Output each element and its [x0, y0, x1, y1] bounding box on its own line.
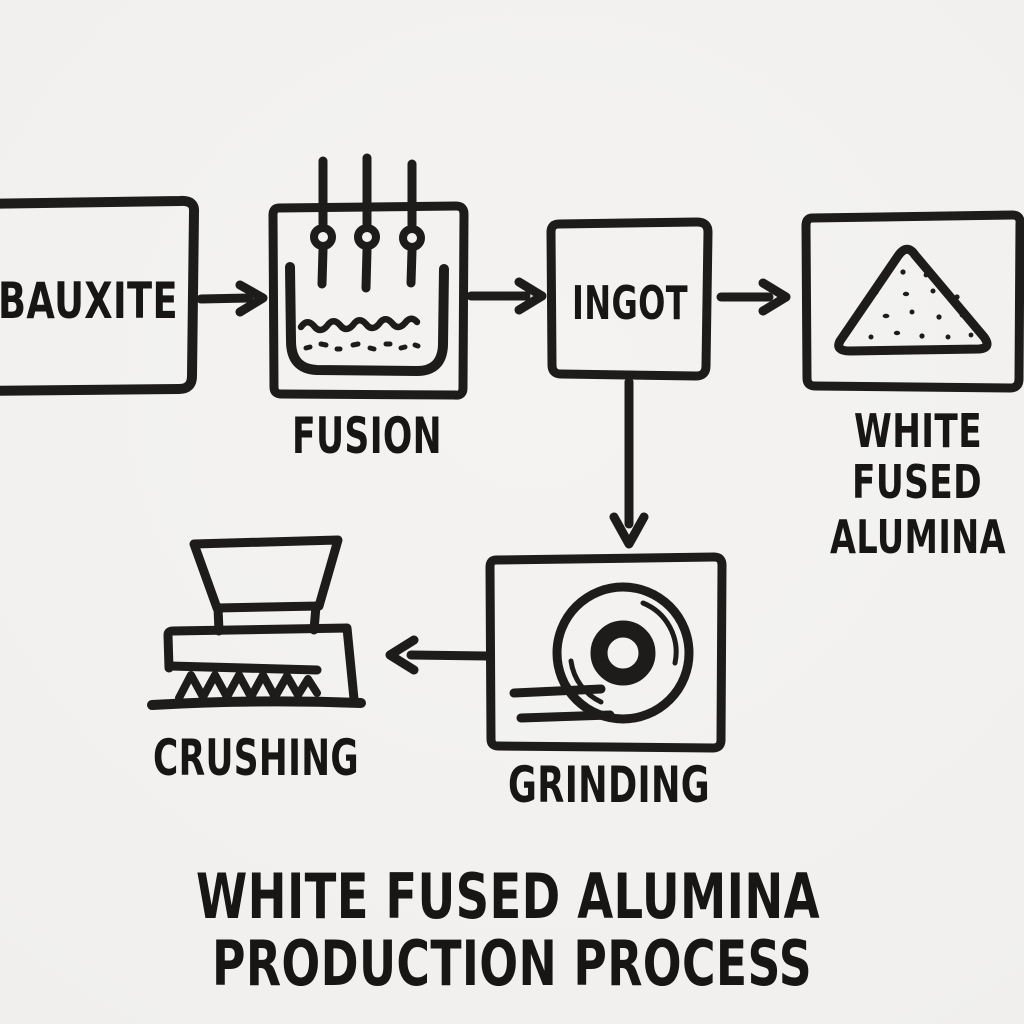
arrow-ingot-to-grinding — [609, 377, 649, 549]
crusher-teeth — [175, 671, 321, 702]
arrow-head — [514, 277, 547, 315]
arrow-head — [235, 280, 268, 317]
grinding-label: GRINDING — [508, 756, 710, 814]
node-fusion: FUSION — [268, 153, 469, 465]
ingot-box — [546, 217, 713, 381]
crusher-jaw-plate — [165, 661, 322, 675]
label-line-white: WHITE — [854, 404, 982, 458]
label-line-fused: FUSED — [852, 455, 982, 509]
motion-line-2 — [516, 710, 615, 723]
bauxite-box — [0, 195, 200, 396]
grain-speckles — [843, 269, 974, 340]
node-ingot: INGOT — [546, 217, 713, 381]
ingot-label: INGOT — [572, 276, 688, 330]
title-line-2: PRODUCTION PROCESS — [212, 927, 812, 1000]
arrow-bauxite-to-fusion — [196, 280, 268, 317]
bauxite-label: BAUXITE — [0, 272, 178, 330]
title-line-1: WHITE FUSED ALUMINA — [196, 860, 820, 933]
crusher-body — [163, 623, 359, 704]
arrow-head — [385, 635, 419, 675]
diagram-title: WHITE FUSED ALUMINA PRODUCTION PROCESS — [196, 860, 820, 1000]
abrasive-grain-triangle-icon — [834, 244, 992, 356]
node-bauxite: BAUXITE — [0, 195, 200, 396]
node-grinding: GRINDING — [485, 552, 727, 814]
arrow-head — [609, 512, 649, 549]
arrow-fusion-to-ingot — [466, 277, 547, 315]
grinding-wheel-icon — [509, 582, 694, 724]
crucible — [285, 262, 449, 376]
crusher-press-icon — [147, 535, 366, 710]
fusion-label: FUSION — [292, 407, 442, 465]
crusher-hopper — [189, 535, 343, 613]
white-fused-alumina-box — [801, 210, 1024, 393]
wheel-rim — [552, 582, 694, 724]
grain-outline — [834, 244, 992, 356]
node-crushing: CRUSHING — [147, 535, 366, 787]
wheel-arc-lower — [568, 658, 604, 705]
wheel-hub — [590, 620, 656, 686]
wheel-arc-upper — [640, 600, 679, 666]
molten-surface-wave — [297, 315, 421, 334]
electric-arc-furnace-icon — [285, 153, 449, 376]
arrow-shaft — [196, 293, 254, 304]
crusher-base-line — [147, 696, 366, 710]
arrow-grinding-to-crushing — [385, 635, 492, 675]
white-fused-alumina-label: WHITE FUSED ALUMINA — [830, 404, 1006, 564]
arrow-ingot-to-alumina — [716, 278, 791, 316]
fusion-box — [268, 201, 469, 400]
node-white-fused-alumina: WHITE FUSED ALUMINA — [801, 210, 1024, 564]
crushing-label: CRUSHING — [153, 729, 359, 787]
motion-line-1 — [509, 684, 606, 698]
arrow-shaft — [406, 650, 492, 661]
electrode-rods — [310, 153, 425, 293]
label-line-alumina: ALUMINA — [830, 510, 1006, 564]
arrow-head — [758, 278, 791, 316]
grinding-box — [485, 552, 727, 753]
melt-granules — [303, 341, 421, 352]
